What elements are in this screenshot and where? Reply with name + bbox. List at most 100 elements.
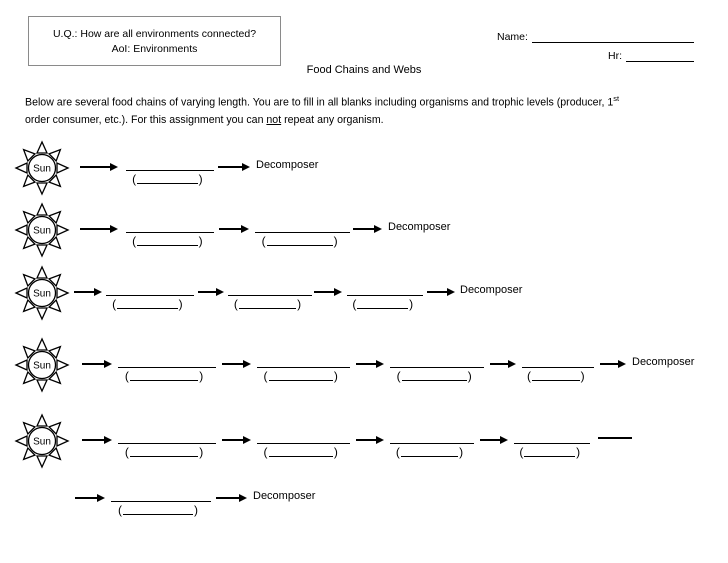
underlined-not: not <box>266 114 282 126</box>
blank-line <box>257 438 350 444</box>
instructions-line2a: order consumer, etc.). For this assignme… <box>25 114 267 126</box>
blank-line <box>347 290 423 296</box>
paren-blank-line <box>400 443 459 457</box>
paren-blank-line <box>524 443 576 457</box>
decomposer-label: Decomposer <box>256 159 319 171</box>
trophic-level-blank: ( ) <box>262 234 338 248</box>
hour-label: Hr: <box>608 50 622 62</box>
unit-question-box: U.Q.: How are all environments connected… <box>28 16 281 66</box>
arrow-icon <box>80 224 118 234</box>
arrow-icon <box>353 224 382 234</box>
open-paren: ( <box>261 234 266 248</box>
food-chain-row-3: Sun ( ) ( ) ( ) <box>14 264 522 322</box>
paren-blank-line <box>266 232 333 246</box>
trophic-level-blank: ( ) <box>132 234 202 248</box>
arrow-icon <box>356 359 384 369</box>
hour-blank-line <box>626 49 694 62</box>
open-paren: ( <box>263 445 268 459</box>
arrow-icon <box>222 359 251 369</box>
close-paren: ) <box>198 234 203 248</box>
open-paren: ( <box>263 369 268 383</box>
paren-blank-line <box>357 295 409 309</box>
blank-line <box>257 362 350 368</box>
open-paren: ( <box>519 445 524 459</box>
food-chain-row-4: Sun ( ) ( ) ( ) <box>14 336 694 394</box>
arrow-icon <box>80 162 118 172</box>
arrow-icon <box>600 359 626 369</box>
arrow-icon <box>74 287 102 297</box>
close-paren: ) <box>333 369 338 383</box>
trophic-level-blank: ( ) <box>112 297 182 311</box>
open-paren: ( <box>352 297 357 311</box>
organism-blank: ( ) <box>111 496 211 517</box>
organism-blank: ( ) <box>106 290 194 311</box>
arrow-icon <box>219 224 249 234</box>
paren-blank-line <box>532 367 580 381</box>
paren-blank-line <box>137 170 198 184</box>
page-title: Food Chains and Webs <box>306 64 422 76</box>
blank-line <box>390 438 474 444</box>
trophic-level-blank: ( ) <box>264 445 338 459</box>
trophic-level-blank: ( ) <box>519 445 580 459</box>
open-paren: ( <box>527 369 532 383</box>
open-paren: ( <box>118 503 122 517</box>
instructions-line1: Below are several food chains of varying… <box>25 96 614 109</box>
trophic-level-blank: ( ) <box>264 369 338 383</box>
blank-line <box>106 290 194 296</box>
arrow-icon <box>427 287 455 297</box>
sun-label: Sun <box>33 437 51 448</box>
paren-blank-line <box>268 443 333 457</box>
organism-blank: ( ) <box>228 290 312 311</box>
open-paren: ( <box>132 234 137 248</box>
trophic-level-blank: ( ) <box>125 369 203 383</box>
close-paren: ) <box>198 172 203 186</box>
decomposer-label: Decomposer <box>632 356 695 368</box>
open-paren: ( <box>132 172 137 186</box>
blank-line <box>390 362 484 368</box>
sun-label: Sun <box>33 164 51 175</box>
close-paren: ) <box>580 369 585 383</box>
organism-blank: ( ) <box>390 438 474 459</box>
food-chain-row-5: Sun ( ) ( ) ( ) <box>14 412 632 470</box>
organism-blank: ( ) <box>126 165 214 186</box>
blank-line <box>118 362 216 368</box>
trophic-level-blank: ( ) <box>118 503 198 517</box>
organism-blank: ( ) <box>347 290 423 311</box>
organism-blank: ( ) <box>514 438 590 459</box>
trophic-level-blank: ( ) <box>125 445 203 459</box>
organism-blank: ( ) <box>257 438 350 459</box>
close-paren: ) <box>467 369 472 383</box>
food-chain-row-6: ( ) Decomposer <box>75 490 315 517</box>
paren-blank-line <box>401 367 467 381</box>
arrow-icon <box>218 162 250 172</box>
paren-blank-line <box>123 501 193 515</box>
sun-label: Sun <box>33 226 51 237</box>
decomposer-label: Decomposer <box>460 284 523 296</box>
instructions-line2b: repeat any organism. <box>281 114 384 126</box>
blank-line <box>126 165 214 171</box>
trophic-level-blank: ( ) <box>527 369 585 383</box>
sun-icon: Sun <box>14 413 70 469</box>
arrow-icon <box>356 435 384 445</box>
arrow-icon <box>82 435 112 445</box>
sun-icon: Sun <box>14 265 70 321</box>
arrow-icon <box>198 287 224 297</box>
blank-line <box>118 438 216 444</box>
close-paren: ) <box>333 445 338 459</box>
chain-continuation-line <box>598 437 632 440</box>
open-paren: ( <box>396 369 401 383</box>
trophic-level-blank: ( ) <box>234 297 301 311</box>
organism-blank: ( ) <box>255 227 350 248</box>
organism-blank: ( ) <box>390 362 484 383</box>
paren-blank-line <box>238 295 297 309</box>
name-field: Name: <box>497 30 694 43</box>
organism-blank: ( ) <box>126 227 214 248</box>
arrow-icon <box>222 435 251 445</box>
organism-blank: ( ) <box>118 362 216 383</box>
paren-blank-line <box>268 367 333 381</box>
trophic-level-blank: ( ) <box>132 172 202 186</box>
paren-blank-line <box>117 295 178 309</box>
sun-label: Sun <box>33 361 51 372</box>
paren-blank-line <box>137 232 198 246</box>
